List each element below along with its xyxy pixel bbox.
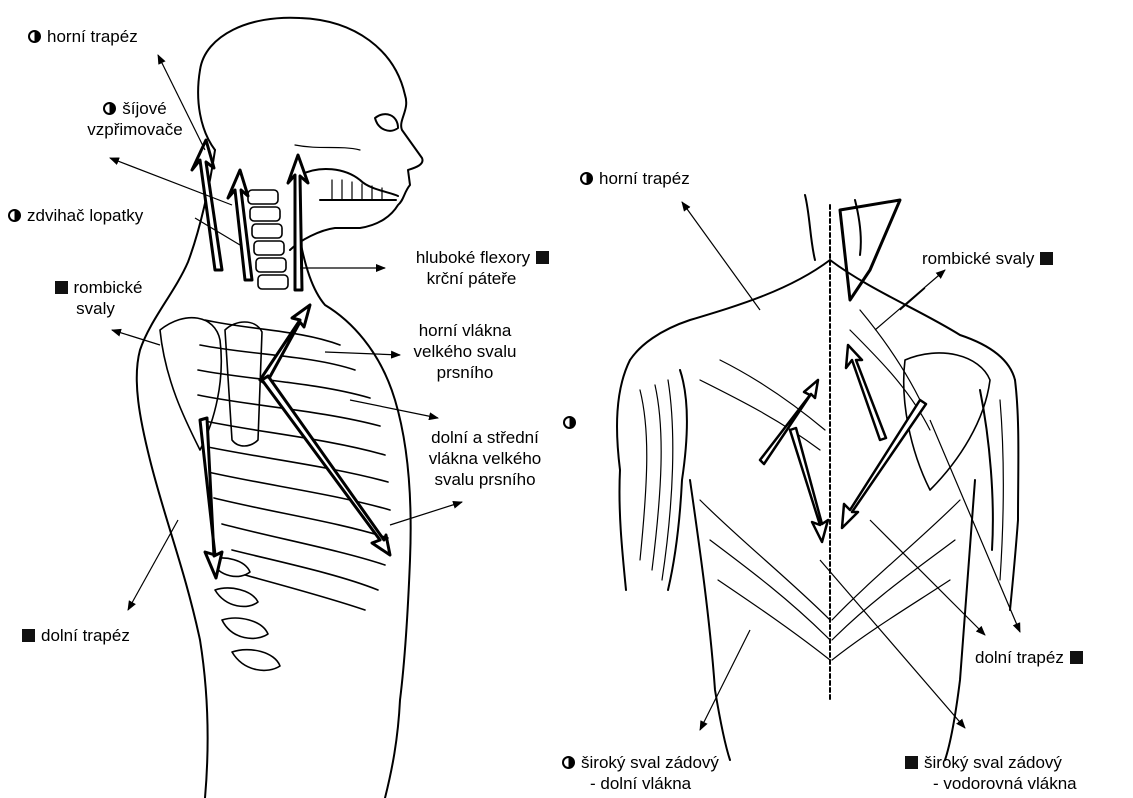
label-lower-trapezius-left: dolní trapéz — [22, 625, 130, 646]
muscle-pull-arrows-back — [760, 345, 926, 542]
back-outline — [137, 150, 215, 798]
eye-socket — [375, 114, 398, 131]
right-arm — [980, 380, 1018, 610]
scapula — [160, 318, 221, 450]
square-marker — [1040, 252, 1053, 265]
scapula-right — [904, 353, 990, 490]
label-lower-pectoralis: dolní a střední vlákna velkého svalu prs… — [405, 427, 565, 490]
square-marker — [55, 281, 68, 294]
circle-marker — [580, 172, 593, 185]
trapezius-outline — [630, 260, 830, 360]
label-lower-trapezius-right: dolní trapéz — [975, 647, 1089, 668]
square-marker — [536, 251, 549, 264]
square-marker — [905, 756, 918, 769]
label-rhomboids-right: rombické svaly — [922, 248, 1059, 269]
circle-marker-standalone — [563, 412, 582, 433]
circle-marker — [28, 30, 41, 43]
label-upper-trapezius-right: horní trapéz — [580, 168, 690, 189]
circle-marker — [103, 102, 116, 115]
jaw — [300, 169, 398, 200]
label-neck-erectors: šíjové vzpřimovače — [60, 98, 210, 140]
circle-marker — [562, 756, 575, 769]
square-marker — [22, 629, 35, 642]
label-upper-pectoralis: horní vlákna velkého svalu prsního — [395, 320, 535, 383]
label-lat-horizontal-fibers: široký sval zádový - vodorovná vlákna — [905, 752, 1077, 794]
label-deep-neck-flexors: hluboké flexory krční páteře — [388, 247, 583, 289]
cervical-spine — [248, 190, 288, 289]
left-arm — [617, 360, 687, 590]
label-levator-scapulae: zdvihač lopatky — [8, 205, 143, 226]
label-lat-lower-fibers: široký sval zádový - dolní vlákna — [562, 752, 719, 794]
skull-outline — [200, 18, 423, 250]
circle-marker — [8, 209, 21, 222]
label-rhomboids-left: rombické svaly — [28, 277, 163, 319]
back-view-figure — [617, 195, 1018, 760]
leader-arrows-right — [682, 202, 1020, 730]
square-marker — [1070, 651, 1083, 664]
label-upper-trapezius-left: horní trapéz — [28, 26, 138, 47]
